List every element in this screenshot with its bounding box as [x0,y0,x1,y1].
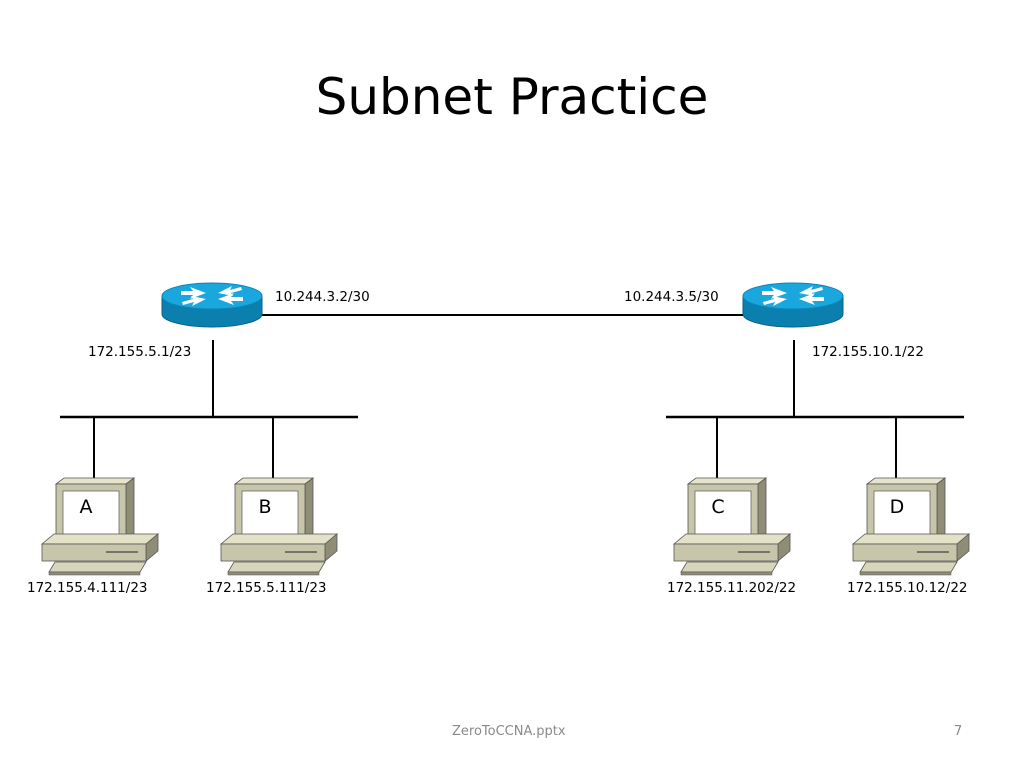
left-router-lan-ip: 172.155.5.1/23 [88,344,192,360]
page-number: 7 [954,724,963,739]
host-a-ip: 172.155.4.111/23 [27,580,148,596]
host-b-letter: B [258,496,272,518]
computer-a-icon [41,477,159,576]
slide-title: Subnet Practice [315,68,709,126]
right-router-wan-ip: 10.244.3.5/30 [624,289,719,305]
router-right-icon [742,282,844,328]
footer-filename: ZeroToCCNA.pptx [452,724,566,739]
host-c-ip: 172.155.11.202/22 [667,580,797,596]
router-left-icon [161,282,263,328]
computer-c-icon [673,477,791,576]
right-router-lan-ip: 172.155.10.1/22 [812,344,924,360]
host-d-ip: 172.155.10.12/22 [847,580,968,596]
left-router-wan-ip: 10.244.3.2/30 [275,289,370,305]
computer-b-icon [220,477,338,576]
host-d-letter: D [889,496,905,518]
host-c-letter: C [711,496,725,518]
host-b-ip: 172.155.5.111/23 [206,580,327,596]
computer-d-icon [852,477,970,576]
host-a-letter: A [79,496,93,518]
